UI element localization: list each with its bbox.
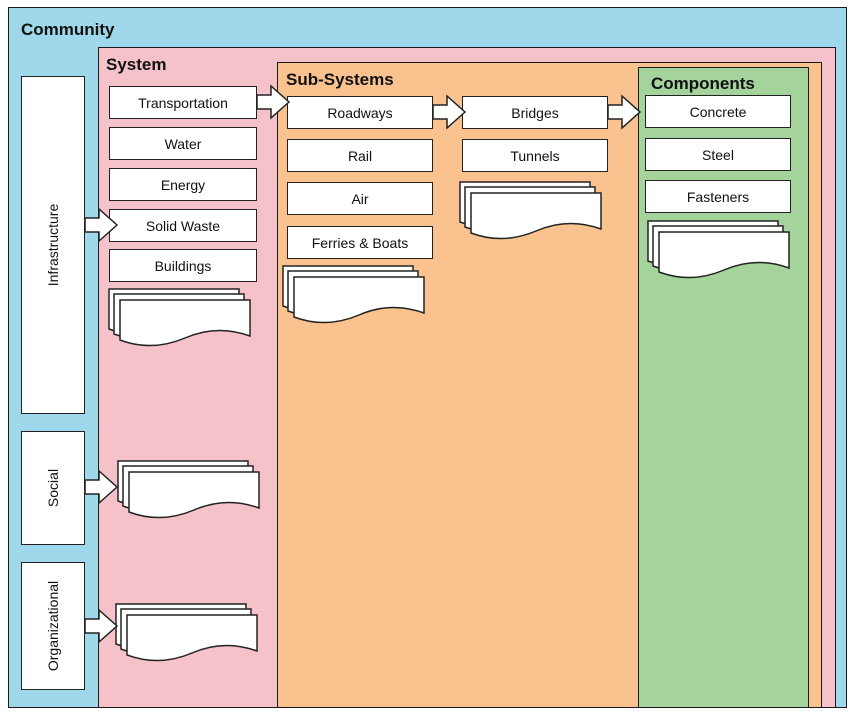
subsystem-tunnels: Tunnels [462, 139, 608, 172]
social-box: Social [21, 431, 85, 545]
infrastructure-label: Infrastructure [45, 203, 61, 287]
system-item-solid-waste: Solid Waste [109, 209, 257, 242]
organizational-box: Organizational [21, 562, 85, 690]
system-item-water: Water [109, 127, 257, 160]
subsystems-title: Sub-Systems [286, 70, 394, 89]
component-steel: Steel [645, 138, 791, 171]
subsystem-bridges: Bridges [462, 96, 608, 129]
system-title: System [106, 55, 167, 74]
organizational-label: Organizational [45, 580, 61, 672]
system-item-transportation: Transportation [109, 86, 257, 119]
system-item-energy: Energy [109, 168, 257, 201]
subsystem-air: Air [287, 182, 433, 215]
subsystem-rail: Rail [287, 139, 433, 172]
component-fasteners: Fasteners [645, 180, 791, 213]
infrastructure-box: Infrastructure [21, 76, 85, 414]
community-title: Community [21, 20, 115, 39]
system-item-buildings: Buildings [109, 249, 257, 282]
subsystem-ferries-boats: Ferries & Boats [287, 226, 433, 259]
subsystem-roadways: Roadways [287, 96, 433, 129]
social-label: Social [45, 468, 61, 508]
component-concrete: Concrete [645, 95, 791, 128]
components-panel [638, 67, 809, 708]
components-title: Components [651, 74, 755, 93]
